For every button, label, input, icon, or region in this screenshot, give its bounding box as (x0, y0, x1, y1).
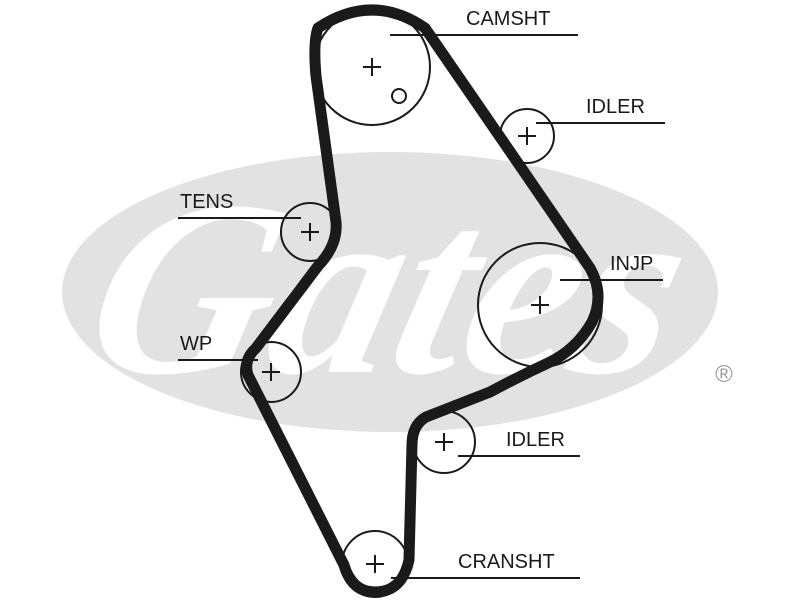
timing-mark-icon (391, 88, 407, 104)
label-idler-bottom: IDLER (506, 429, 565, 451)
logo-wordmark: Gates (64, 149, 716, 426)
center-cross-icon (366, 555, 384, 573)
water-pump-pulley (240, 341, 302, 403)
label-idler-top: IDLER (586, 96, 645, 118)
center-cross-icon (262, 363, 280, 381)
center-cross-icon (435, 433, 453, 451)
label-injp: INJP (610, 253, 653, 275)
center-cross-icon (518, 127, 536, 145)
label-cransht: CRANSHT (458, 551, 555, 573)
label-tens: TENS (180, 191, 233, 213)
label-wp: WP (180, 333, 212, 355)
label-camsht: CAMSHT (466, 8, 550, 30)
pulley-labels: CAMSHT IDLER TENS INJP WP IDLER CRANSHT (180, 8, 653, 573)
center-cross-icon (301, 223, 319, 241)
center-cross-icon (363, 58, 381, 76)
leader-lines (178, 34, 665, 579)
gates-logo-watermark: Gates ® (62, 149, 733, 432)
registered-mark: ® (715, 361, 733, 388)
center-cross-icon (531, 296, 549, 314)
